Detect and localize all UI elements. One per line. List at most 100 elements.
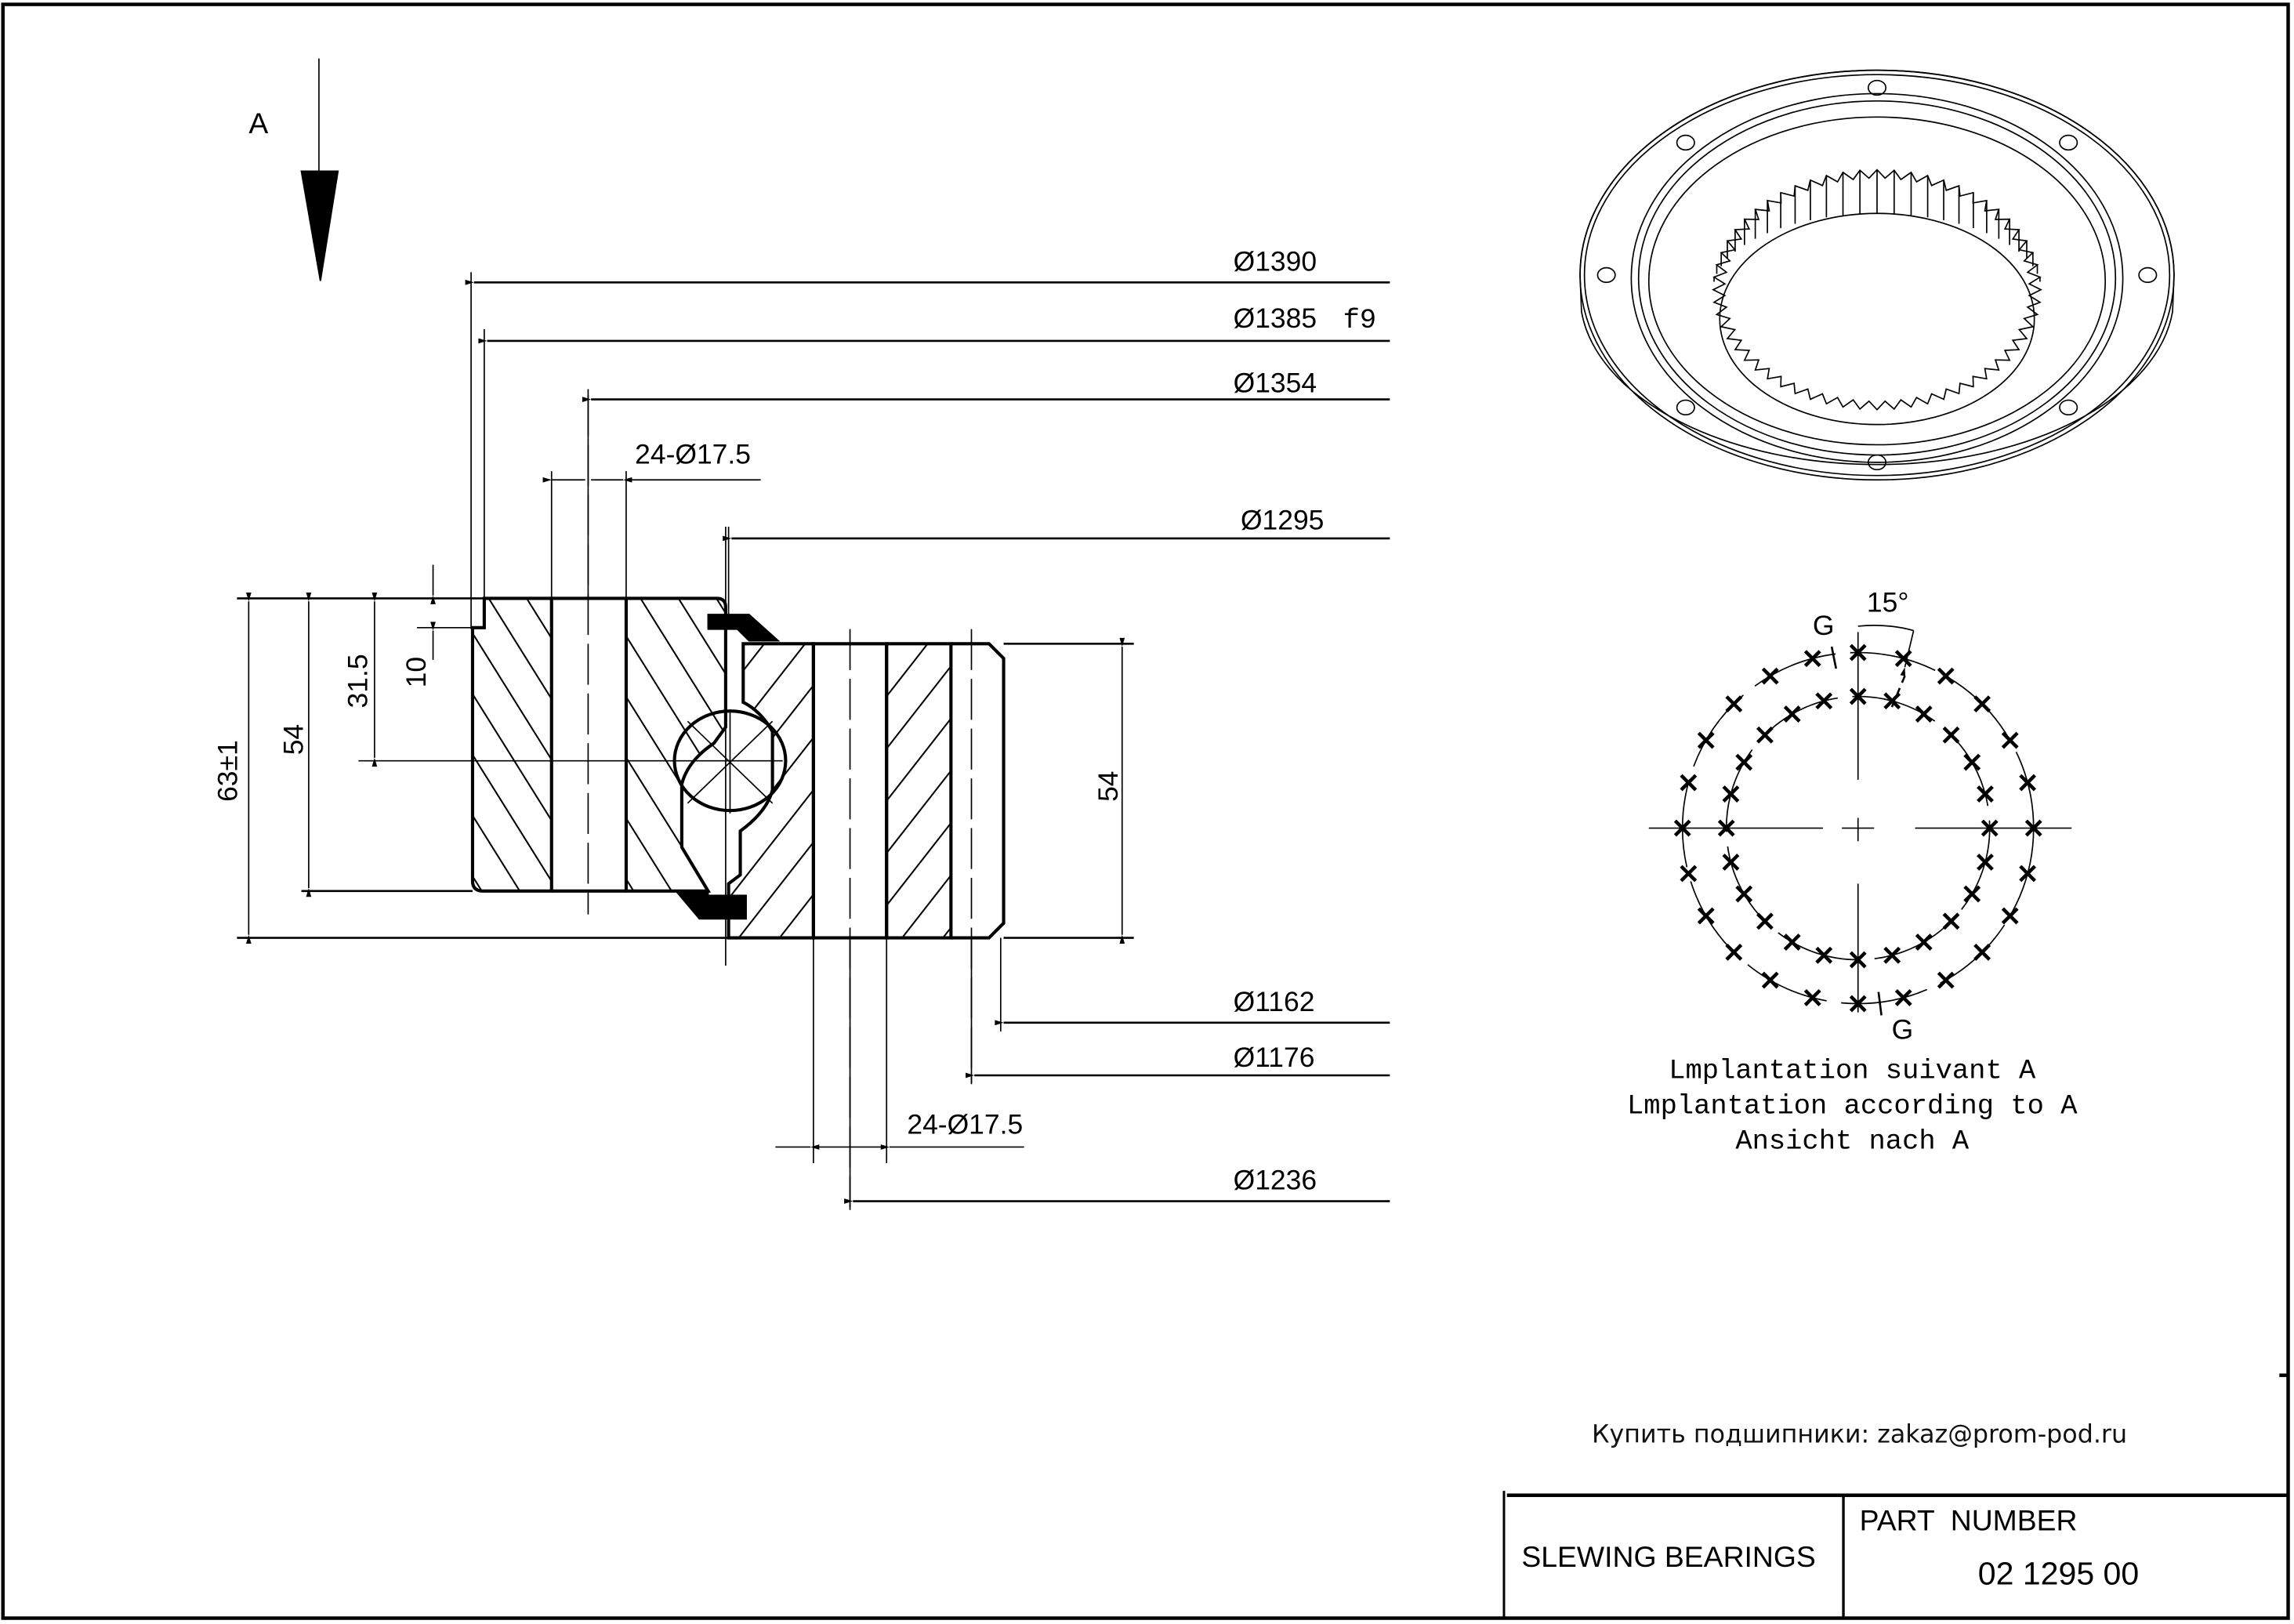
dimension-o1295: Ø1295 — [723, 505, 1390, 614]
tolerance-f9: f9 — [1343, 304, 1377, 336]
bolt-hole-mark — [1783, 933, 1801, 951]
gear-teeth — [1712, 169, 2042, 426]
svg-text:Ø1390: Ø1390 — [1234, 245, 1317, 277]
dimension-o1162: Ø1162 — [995, 937, 1390, 1031]
mounting-hole — [1596, 266, 1616, 284]
bolt-hole-mark — [1915, 933, 1933, 951]
bolt-hole-mark — [1783, 705, 1801, 723]
svg-text:54: 54 — [1093, 770, 1124, 801]
bolt-hole-mark — [1883, 946, 1901, 964]
svg-text:24-Ø17.5: 24-Ø17.5 — [635, 439, 751, 470]
bolt-hole-mark — [1894, 988, 1912, 1006]
seal-bottom — [674, 890, 747, 920]
svg-text:63±1: 63±1 — [212, 740, 243, 802]
part-number-label: PART NUMBER — [1860, 1504, 2078, 1537]
svg-text:54: 54 — [277, 724, 309, 755]
outer-ring-section-left — [472, 598, 552, 891]
dimension-height-overall: 63±1 — [212, 593, 252, 944]
angle-label: 15° — [1867, 586, 1909, 618]
bolt-hole-mark — [1761, 667, 1779, 685]
svg-text:Ø1385: Ø1385 — [1234, 303, 1317, 334]
bolt-hole-mark — [1735, 753, 1753, 771]
bolt-hole-mark — [1735, 885, 1753, 903]
svg-text:Ø1236: Ø1236 — [1234, 1165, 1317, 1196]
bolt-hole-mark — [1756, 912, 1774, 930]
part-number-value: 02 1295 00 — [1978, 1556, 2139, 1592]
contact-text[interactable]: Купить подшипники: zakaz@prom-pod.ru — [1592, 1421, 2127, 1449]
dimension-inner-bolt-holes: 24-Ø17.5 — [775, 937, 1024, 1163]
title-block: SLEWING BEARINGS PART NUMBER 02 1295 00 — [1502, 1491, 2289, 1619]
bearing-isometric-view — [1579, 69, 2175, 481]
inner-ring-section-right — [886, 643, 951, 938]
mounting-hole — [1676, 399, 1695, 416]
svg-text:Ø1162: Ø1162 — [1234, 986, 1315, 1017]
svg-text:Ø1295: Ø1295 — [1241, 505, 1324, 536]
dimension-o1236: Ø1236 — [844, 937, 1390, 1210]
bolt-hole-mark — [1722, 785, 1740, 803]
bolt-hole-mark — [1973, 695, 1991, 713]
bolt-hole-mark — [1977, 785, 1994, 803]
bolt-hole-mark — [1725, 944, 1743, 961]
bolt-hole-mark — [1697, 907, 1715, 925]
section-label-bottom: G — [1892, 1013, 1914, 1045]
svg-text:24-Ø17.5: 24-Ø17.5 — [907, 1109, 1023, 1140]
product-name: SLEWING BEARINGS — [1521, 1540, 1815, 1573]
mounting-hole — [2059, 134, 2078, 151]
bolt-hole-mark — [1697, 731, 1715, 749]
dimension-outer-bolt-holes: 24-Ø17.5 — [542, 439, 761, 599]
bolt-hole-mark — [1722, 854, 1740, 871]
svg-text:Ø1354: Ø1354 — [1234, 367, 1317, 398]
bolt-hole-mark — [1942, 726, 1960, 744]
mounting-hole — [1867, 454, 1887, 471]
bolt-hole-mark — [1915, 705, 1933, 723]
view-arrow-a: A — [248, 58, 339, 281]
bolt-hole-mark — [2001, 731, 2019, 749]
bolt-hole-mark — [1937, 667, 1955, 685]
dimension-o1354: Ø1354 — [582, 367, 1390, 599]
mounting-hole — [2059, 399, 2078, 416]
section-label-top: G — [1813, 610, 1835, 641]
bolt-hole-mark — [1803, 650, 1821, 668]
bearing-cross-section — [237, 395, 1134, 1207]
bolt-hole-mark — [1937, 971, 1955, 989]
bolt-hole-mark — [1973, 944, 1991, 961]
bolt-hole-mark — [1815, 692, 1833, 710]
dimension-ball-center: 31.5 — [342, 593, 378, 767]
angle-arc — [1857, 625, 1914, 632]
dimension-o1390: Ø1390 — [465, 245, 1390, 629]
bolt-hole-mark — [1963, 753, 1981, 771]
bolt-hole-mark — [1803, 988, 1821, 1006]
caption-french: Lmplantation suivant A — [1669, 1055, 2036, 1087]
bolt-hole-mark — [1680, 865, 1698, 883]
inner-ring-section-left — [728, 643, 814, 938]
dimension-height-outer: 54 — [277, 593, 312, 897]
bolt-hole-mark — [1680, 774, 1698, 792]
hole-pattern-view: 15° G G Lmplantation suivant A Lmplantat… — [1627, 586, 2078, 1157]
bolt-hole-mark — [1942, 912, 1960, 930]
arrow-down-icon — [300, 170, 339, 281]
bolt-hole-mark — [1883, 692, 1901, 710]
svg-text:31.5: 31.5 — [342, 654, 374, 708]
bolt-hole-mark — [1963, 885, 1981, 903]
bolt-hole-mark — [2001, 907, 2019, 925]
view-label-a: A — [248, 107, 268, 140]
dimension-o1176: Ø1176 — [966, 937, 1390, 1085]
bolt-hole-mark — [1761, 971, 1779, 989]
mounting-hole — [2138, 266, 2158, 284]
dimension-height-inner: 54 — [1093, 637, 1125, 944]
caption-english: Lmplantation according to A — [1627, 1090, 2078, 1122]
svg-text:10: 10 — [400, 657, 432, 687]
dimension-o1385-f9: Ø1385 f9 — [478, 303, 1390, 600]
mounting-hole — [1867, 79, 1887, 96]
bolt-hole-mark — [1815, 946, 1833, 964]
bolt-hole-mark — [2019, 774, 2037, 792]
bolt-hole-mark — [2019, 865, 2037, 883]
svg-text:Ø1176: Ø1176 — [1234, 1042, 1315, 1073]
seal-top — [707, 614, 781, 642]
dimension-flange-step: 10 — [400, 564, 436, 687]
mounting-holes — [1596, 79, 2158, 471]
caption-german: Ansicht nach A — [1735, 1125, 1970, 1157]
mounting-hole — [1676, 134, 1695, 151]
